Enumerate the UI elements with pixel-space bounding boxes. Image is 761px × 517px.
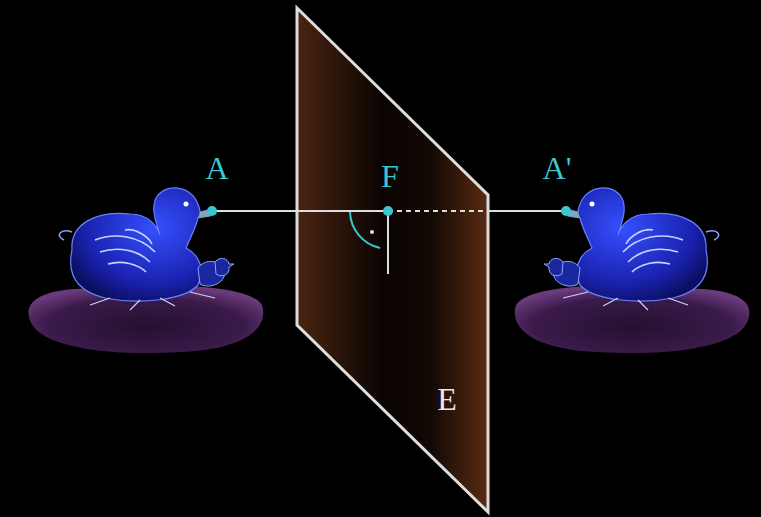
point-label: F	[381, 160, 399, 192]
point	[207, 206, 217, 216]
perpendicular-line	[488, 210, 566, 212]
point	[561, 206, 571, 216]
mirror-plane	[297, 8, 488, 512]
right-angle-mark	[350, 212, 380, 248]
point-label: A'	[543, 152, 572, 184]
plane-label: E	[437, 383, 457, 415]
perpendicular-line	[297, 210, 388, 212]
plane-line	[387, 211, 389, 274]
hidden-line	[388, 210, 488, 212]
point	[383, 206, 393, 216]
perpendicular-line	[212, 210, 297, 212]
point-label: A	[205, 152, 228, 184]
right-angle-dot	[370, 230, 374, 234]
